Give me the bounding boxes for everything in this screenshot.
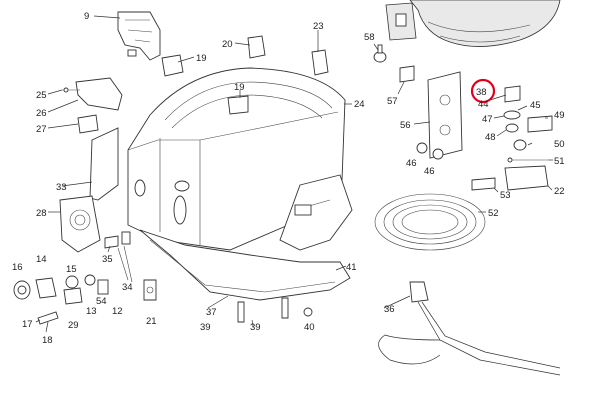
part-50 [513,139,527,151]
part-35 [104,235,119,249]
part-34 [117,231,133,283]
label-53: 53 [500,190,511,201]
label-24: 24 [354,99,365,110]
label-50: 50 [554,139,565,150]
label-21: 21 [146,316,157,327]
part-49 [527,115,553,133]
part-36-cord [378,281,561,376]
label-57: 57 [387,96,398,107]
label-22: 22 [554,186,565,197]
label-40: 40 [304,322,315,333]
top-bracket-part [385,2,417,41]
main-housing [127,67,346,251]
label-44: 44 [478,99,489,110]
label-19-top: 19 [196,53,207,64]
label-51: 51 [554,156,565,167]
label-37: 37 [206,307,217,318]
part-39 [237,297,313,323]
part-20 [247,35,266,59]
label-45: 45 [530,100,541,111]
label-27: 27 [36,124,47,135]
label-33: 33 [56,182,67,193]
label-19-mid: 19 [234,82,245,93]
part-25-26 [62,77,123,111]
label-26: 26 [36,108,47,119]
label-29: 29 [68,320,79,331]
label-46-a: 46 [406,158,417,169]
part-labels: 9 19 20 23 58 25 26 27 19 24 57 38 44 45… [12,11,565,346]
label-25: 25 [36,90,47,101]
part-53 [471,177,496,191]
label-35: 35 [102,254,113,265]
label-14: 14 [36,254,47,265]
label-58: 58 [364,32,375,43]
label-16: 16 [12,262,23,273]
label-15: 15 [66,264,77,275]
part-54-29 [63,279,109,305]
label-17: 17 [22,319,33,330]
label-49: 49 [554,110,565,121]
part-33 [89,127,119,201]
label-23: 23 [313,21,324,32]
parts-44-48 [503,85,521,133]
label-46-b: 46 [424,166,435,177]
part-19-top [161,54,184,77]
label-13: 13 [86,306,97,317]
part-9 [117,11,161,61]
label-28: 28 [36,208,47,219]
part-27 [77,114,99,134]
part-57 [399,65,415,83]
highlight-circle [470,78,496,104]
base-tray [139,174,353,301]
label-36: 36 [384,304,395,315]
label-20: 20 [222,39,233,50]
label-39-b: 39 [250,322,261,333]
part-14-15 [35,274,96,299]
part-28 [59,195,101,253]
part-51 [507,157,548,163]
label-52: 52 [488,208,499,219]
part-22 [504,165,549,191]
label-12: 12 [112,306,123,317]
label-48: 48 [485,132,496,143]
label-47: 47 [482,114,493,125]
part-46 [416,142,444,160]
label-18: 18 [42,335,53,346]
leader-lines [35,15,553,333]
label-38: 38 [476,87,487,98]
label-54: 54 [96,296,107,307]
water-tank-part [409,0,561,47]
part-56 [427,71,463,159]
part-23 [311,49,329,76]
label-56: 56 [400,120,411,131]
label-39-a: 39 [200,322,211,333]
part-17-18 [37,311,59,325]
part-16 [13,280,31,300]
part-58 [373,44,387,63]
label-9: 9 [84,11,89,22]
part-21 [143,279,157,301]
label-41: 41 [346,262,357,273]
label-34: 34 [122,282,133,293]
part-52-coil [374,193,486,251]
